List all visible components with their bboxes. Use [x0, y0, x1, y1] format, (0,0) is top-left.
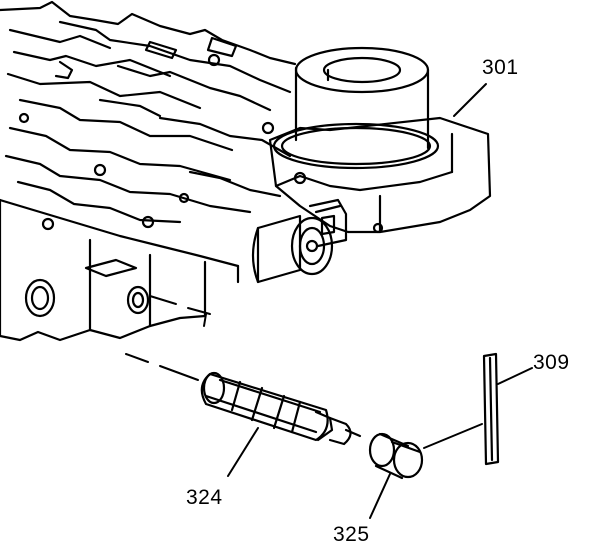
- accumulator-housing: [268, 46, 492, 234]
- callout-309: 309: [533, 351, 570, 374]
- solenoid-filter: [200, 371, 362, 446]
- solenoid-mounted: [251, 198, 348, 284]
- assembly-lines: [125, 295, 211, 381]
- callout-325: 325: [333, 523, 370, 546]
- callout-301: 301: [482, 56, 519, 79]
- retainer-pin: [482, 352, 500, 466]
- callout-324: 324: [186, 486, 223, 509]
- plug: [368, 432, 424, 480]
- leader-lines: [227, 83, 533, 519]
- valve-body-plate: [0, 0, 307, 342]
